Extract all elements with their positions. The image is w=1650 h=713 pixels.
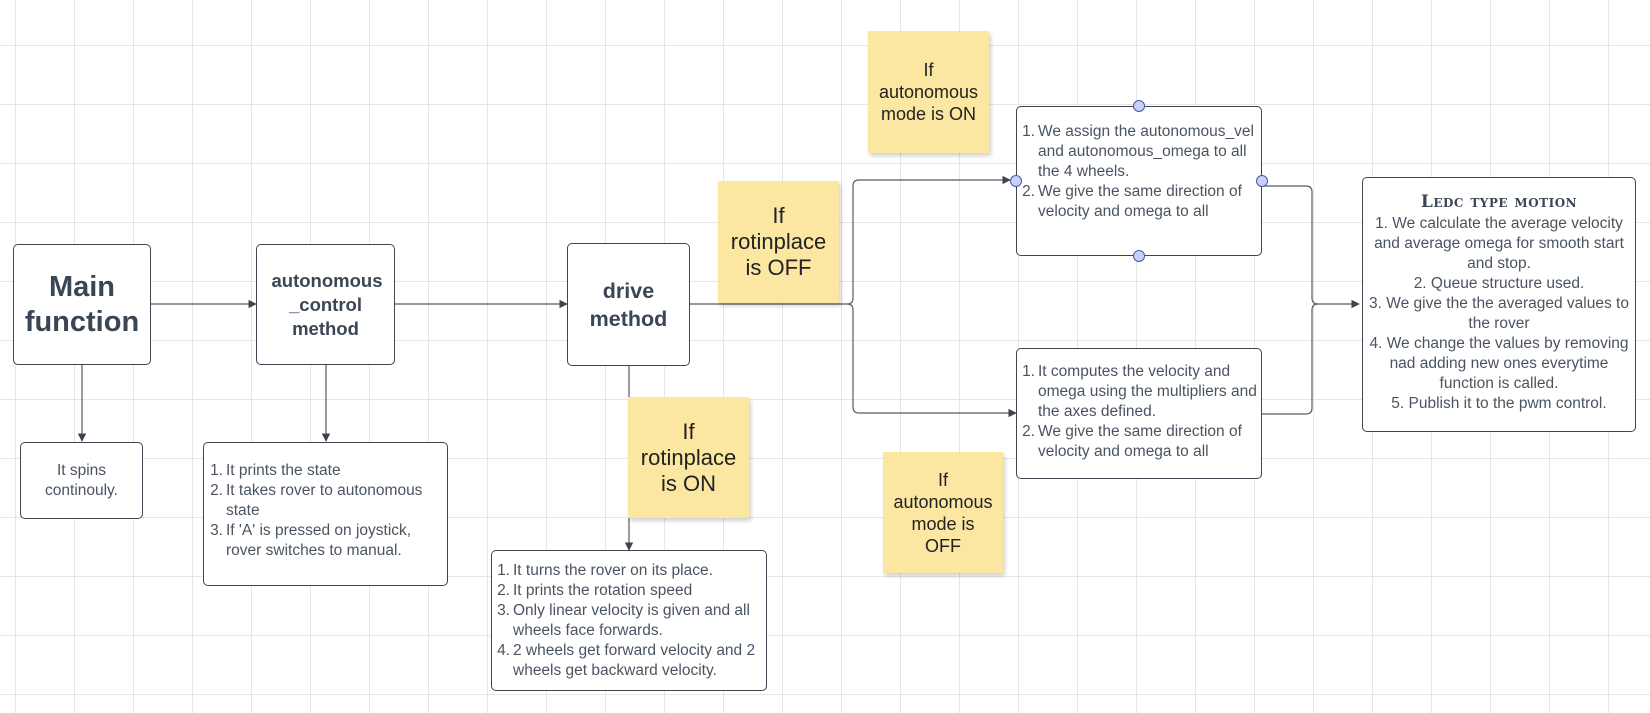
auto-on-notes-node[interactable]: 1.We assign the autonomous_vel and auton…: [1016, 106, 1262, 256]
drive-method-node[interactable]: drive method: [567, 243, 690, 366]
main-function-title: Main function: [24, 270, 140, 338]
sticky-autonomous-on[interactable]: If autonomous mode is ON: [868, 31, 989, 153]
sticky-autonomous-off-text: If autonomous mode is OFF: [893, 469, 993, 556]
list-item: 2.It prints the rotation speed: [497, 582, 693, 599]
connection-handle-left[interactable]: [1010, 175, 1022, 187]
list-item: 2. Queue structure used.: [1413, 275, 1585, 292]
main-function-node[interactable]: Main function: [13, 244, 151, 365]
list-item: 2.It takes rover to autonomous state: [210, 482, 423, 519]
list-item: 5. Publish it to the pwm control.: [1391, 395, 1607, 412]
connection-handle-right[interactable]: [1256, 175, 1268, 187]
auto-on-notes-list: 1.We assign the autonomous_vel and auton…: [1018, 122, 1257, 222]
list-item: 3.Only linear velocity is given and all …: [497, 602, 750, 639]
list-item: 3.If 'A' is pressed on joystick, rover s…: [210, 522, 412, 559]
ledc-node[interactable]: Ledc type motion 1. We calculate the ave…: [1362, 177, 1636, 432]
autonomous-notes-node[interactable]: 1.It prints the state 2.It takes rover t…: [203, 442, 448, 586]
edge-drive-to-auto-off: [846, 303, 1017, 418]
ledc-list: 1. We calculate the average velocity and…: [1366, 214, 1632, 414]
list-item: 2.We give the same direction of velocity…: [1022, 183, 1242, 220]
sticky-rotinplace-off[interactable]: If rotinplace is OFF: [718, 181, 839, 303]
rotinplace-notes-node[interactable]: 1.It turns the rover on its place. 2.It …: [491, 550, 767, 691]
sticky-rotinplace-on-text: If rotinplace is ON: [640, 418, 737, 496]
auto-off-notes-node[interactable]: 1.It computes the velocity and omega usi…: [1016, 348, 1262, 479]
sticky-autonomous-off[interactable]: If autonomous mode is OFF: [883, 452, 1003, 573]
list-item: 4. We change the values by removing nad …: [1369, 335, 1629, 392]
drive-method-title: drive method: [589, 278, 668, 331]
connection-handle-top[interactable]: [1133, 100, 1145, 112]
auto-off-notes-list: 1.It computes the velocity and omega usi…: [1018, 362, 1257, 462]
sticky-autonomous-on-text: If autonomous mode is ON: [878, 60, 979, 124]
list-item: 3. We give the the averaged values to th…: [1369, 295, 1629, 332]
autonomous-control-title: autonomous _control method: [271, 269, 383, 339]
edge-auto-on-to-ledc: [1262, 185, 1360, 309]
sticky-rotinplace-off-text: If rotinplace is OFF: [730, 203, 827, 280]
list-item: 4.2 wheels get forward velocity and 2 wh…: [497, 642, 756, 679]
list-item: 1.It computes the velocity and omega usi…: [1022, 363, 1257, 420]
connection-handle-bottom[interactable]: [1133, 250, 1145, 262]
list-item: 1.It turns the rover on its place.: [497, 562, 713, 579]
sticky-rotinplace-on[interactable]: If rotinplace is ON: [628, 397, 749, 518]
spins-node[interactable]: It spins continouly.: [20, 442, 143, 519]
list-item: 1. We calculate the average velocity and…: [1374, 215, 1624, 272]
autonomous-control-node[interactable]: autonomous _control method: [256, 244, 395, 365]
list-item: 2.We give the same direction of velocity…: [1022, 423, 1242, 460]
autonomous-notes-list: 1.It prints the state 2.It takes rover t…: [206, 461, 439, 561]
spins-text: It spins continouly.: [45, 461, 118, 499]
list-item: 1.It prints the state: [210, 462, 341, 479]
ledc-title: Ledc type motion: [1420, 192, 1578, 212]
edge-drive-to-auto-on: [690, 175, 1011, 305]
edge-auto-off-to-ledc: [1262, 303, 1319, 415]
list-item: 1.We assign the autonomous_vel and auton…: [1022, 123, 1254, 180]
rotinplace-notes-list: 1.It turns the rover on its place. 2.It …: [493, 561, 760, 681]
